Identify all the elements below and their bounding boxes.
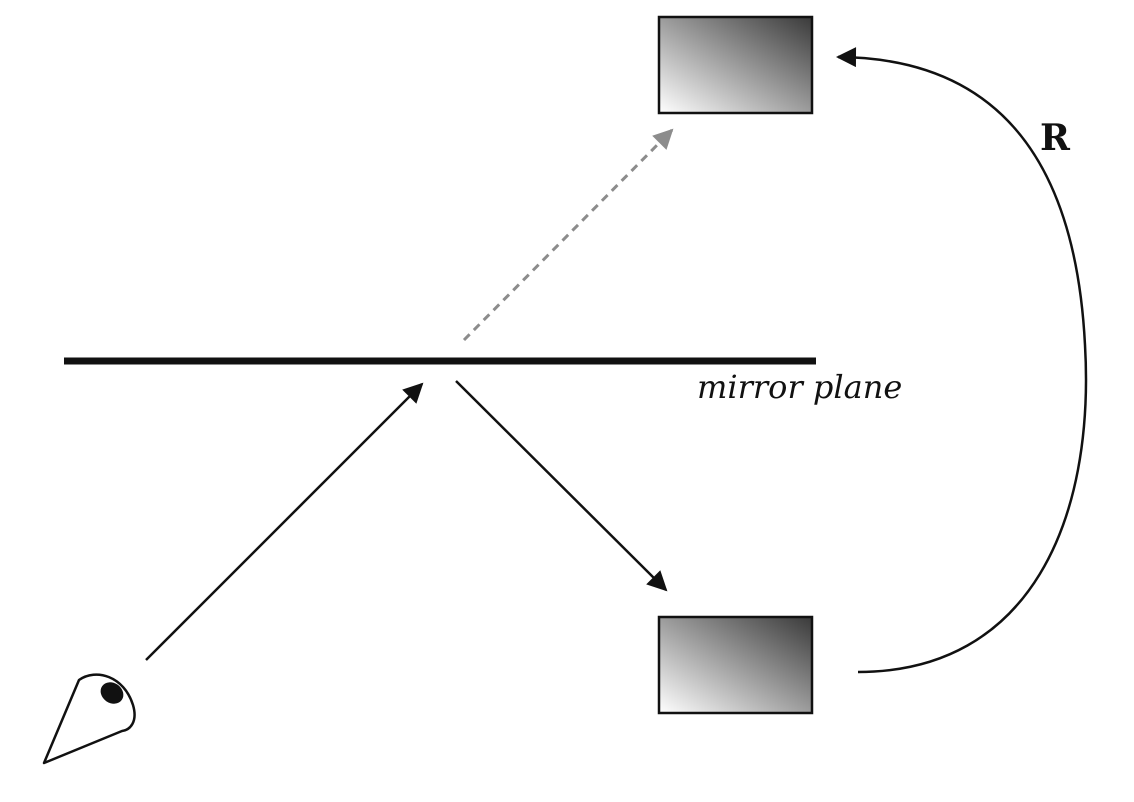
- rotation-label: R: [1040, 117, 1071, 159]
- virtual-ray-dashed-arrow: [462, 128, 674, 342]
- mirror-plane-label: mirror plane: [697, 368, 902, 406]
- incident-ray-arrow: [145, 382, 424, 661]
- eye-icon: [42, 673, 136, 765]
- rotation-arc-arrow: [836, 47, 1088, 674]
- image-box-bottom: [657, 615, 814, 715]
- reflected-ray-arrow: [455, 380, 668, 592]
- object-box-top: [657, 15, 814, 115]
